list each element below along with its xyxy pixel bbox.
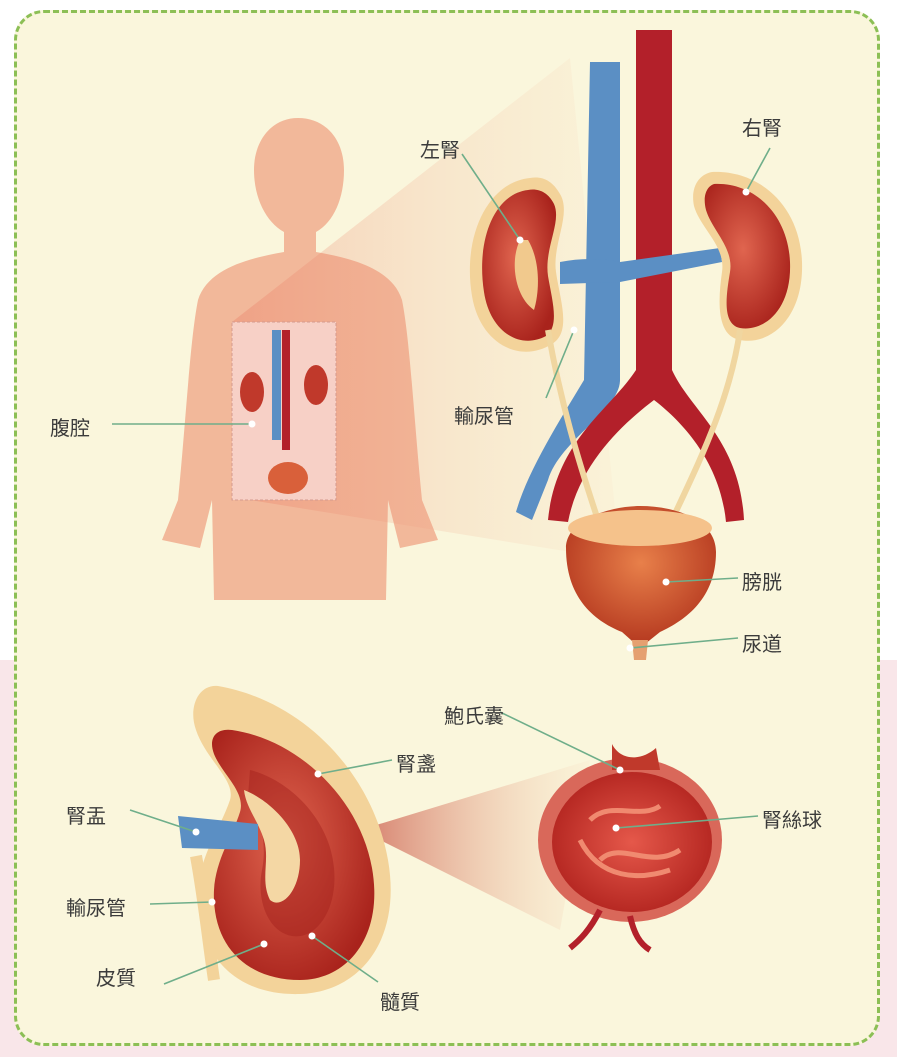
abdominal-inset <box>232 322 336 500</box>
label-abdominal-cavity: 腹腔 <box>50 412 90 441</box>
kidney-cross-section <box>178 686 391 994</box>
label-bowmans-capsule: 鮑氏囊 <box>444 700 504 729</box>
label-ureter-bottom: 輸尿管 <box>66 892 126 921</box>
label-glomerulus: 腎絲球 <box>762 804 822 833</box>
label-medulla: 髓質 <box>380 986 420 1015</box>
label-bladder: 膀胱 <box>742 566 782 595</box>
label-cortex: 皮質 <box>96 962 136 991</box>
label-renal-pelvis: 腎盂 <box>66 800 106 829</box>
label-right-kidney: 右腎 <box>742 112 782 141</box>
label-left-kidney: 左腎 <box>420 134 460 163</box>
label-renal-calyx: 腎盞 <box>396 748 436 777</box>
label-urethra: 尿道 <box>742 628 782 657</box>
bladder-illustration <box>566 506 716 660</box>
label-ureter-top: 輸尿管 <box>454 400 514 429</box>
